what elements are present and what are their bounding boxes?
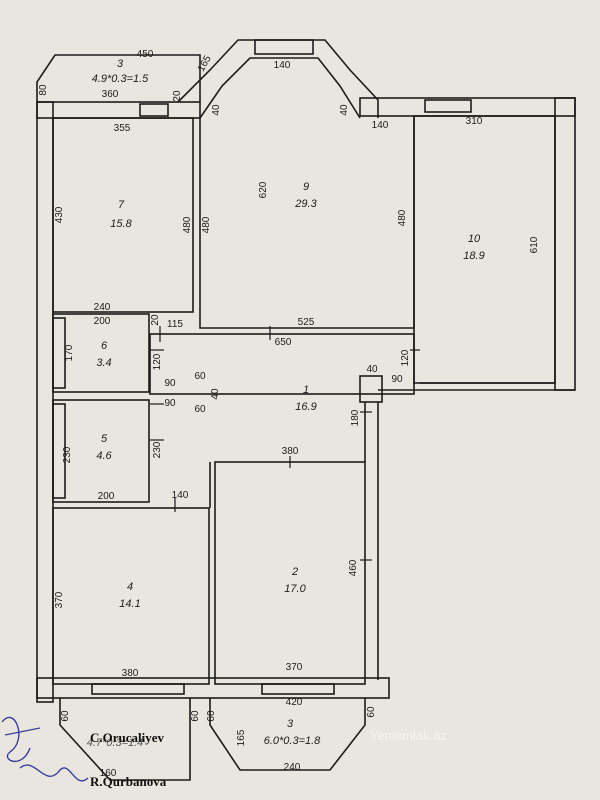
- top-balcony-number: 3: [117, 58, 124, 70]
- dim-650: 650: [275, 337, 292, 348]
- top-balcony-formula: 4.9*0.3=1.5: [92, 73, 149, 85]
- dim-165-bottom: 165: [236, 729, 247, 746]
- dim-160: 160: [100, 768, 117, 779]
- dim-170: 170: [64, 344, 75, 361]
- dim-240: 240: [94, 302, 111, 313]
- dim-620: 620: [258, 181, 269, 198]
- room-7-outline: [52, 117, 194, 313]
- dim-60-a: 60: [194, 371, 206, 382]
- room-10-number: 10: [468, 233, 481, 245]
- room-4-number: 4: [127, 581, 133, 593]
- dim-120-a: 120: [152, 353, 163, 370]
- dim-370-b: 370: [286, 662, 303, 673]
- bay-outline-inner: [199, 57, 361, 119]
- room-9-number: 9: [303, 181, 309, 193]
- dim-230-b: 230: [152, 441, 163, 458]
- room-2-number: 2: [291, 566, 298, 578]
- dim-480-a: 480: [182, 216, 193, 233]
- dim-140-c: 140: [172, 490, 189, 501]
- bottom-left-balcony: [59, 698, 191, 781]
- dim-40-c: 40: [366, 364, 378, 375]
- dim-360: 360: [102, 89, 119, 100]
- dim-120-b: 120: [400, 349, 411, 366]
- dim-525: 525: [298, 317, 315, 328]
- dim-200-a: 200: [94, 316, 111, 327]
- dim-115: 115: [167, 319, 183, 330]
- dim-140-bay: 140: [274, 60, 291, 71]
- room-9-outline: [199, 116, 415, 329]
- dim-380-b: 380: [122, 668, 139, 679]
- dim-60-e: 60: [206, 710, 217, 722]
- room-6-area: 3.4: [96, 357, 111, 369]
- dim-80: 80: [38, 84, 49, 96]
- room-labels: 1 16.9 2 17.0 4 14.1 5 4.6 6 3.4 7 15.8 …: [87, 58, 485, 749]
- top-balcony-outline: [36, 54, 201, 102]
- door-marks: [150, 326, 420, 561]
- bottom-left-balcony-formula: 4.7*0.3=1.4: [87, 737, 144, 749]
- dim-370-a: 370: [54, 591, 65, 608]
- bay-outline-outer: [177, 39, 379, 118]
- dim-20: 20: [172, 90, 183, 102]
- dim-450: 450: [137, 49, 154, 60]
- dim-60-c: 60: [60, 710, 71, 722]
- pen-scribbles: [1, 716, 89, 782]
- dim-480-c: 480: [397, 209, 408, 226]
- dim-140-right: 140: [372, 120, 389, 131]
- room-10-area: 18.9: [463, 250, 484, 262]
- dim-310: 310: [466, 116, 483, 127]
- room-7-number: 7: [118, 199, 125, 211]
- walls: [36, 39, 576, 781]
- dim-460: 460: [348, 559, 359, 576]
- dim-480-b: 480: [201, 216, 212, 233]
- room-6-number: 6: [101, 340, 108, 352]
- room-1-area: 16.9: [295, 401, 316, 413]
- dim-90-c: 90: [164, 398, 176, 409]
- dim-90-b: 90: [164, 378, 176, 389]
- dim-355: 355: [114, 123, 131, 134]
- dim-40-d: 40: [210, 388, 221, 400]
- room-9-area: 29.3: [294, 198, 317, 210]
- room-4-area: 14.1: [119, 598, 140, 610]
- dim-200-b: 200: [98, 491, 115, 502]
- room-2-area: 17.0: [284, 583, 306, 595]
- dim-60-b: 60: [194, 404, 206, 415]
- dim-180: 180: [350, 409, 361, 426]
- dim-20-b: 20: [150, 314, 161, 326]
- corridor-outline: [149, 333, 415, 395]
- watermark: Yeniemlak.az: [370, 728, 447, 743]
- pillar: [359, 375, 383, 403]
- room-5-number: 5: [101, 433, 108, 445]
- bay-window: [254, 39, 314, 55]
- dim-40-right: 40: [339, 104, 350, 116]
- signature-1: C.Orucaliyev: [90, 730, 165, 745]
- bottom-right-balcony-number: 3: [287, 718, 294, 730]
- dim-430: 430: [54, 206, 65, 223]
- bottom-right-balcony-formula: 6.0*0.3=1.8: [264, 735, 321, 747]
- signature-2: R.Qurbanova: [90, 774, 167, 789]
- room-7-area: 15.8: [110, 218, 132, 230]
- dim-240-bottom: 240: [284, 762, 301, 773]
- dim-40-left: 40: [211, 104, 222, 116]
- dim-90-a: 90: [391, 374, 403, 385]
- dim-60-d: 60: [190, 710, 201, 722]
- bottom-right-balcony: [209, 698, 366, 771]
- room-5-area: 4.6: [96, 450, 112, 462]
- bottom-wall: [36, 677, 390, 699]
- dim-230-a: 230: [62, 446, 73, 463]
- dim-420: 420: [286, 697, 303, 708]
- dim-380-a: 380: [282, 446, 299, 457]
- dim-610: 610: [529, 236, 540, 253]
- dim-60-f: 60: [366, 706, 377, 718]
- room-1-number: 1: [303, 384, 309, 396]
